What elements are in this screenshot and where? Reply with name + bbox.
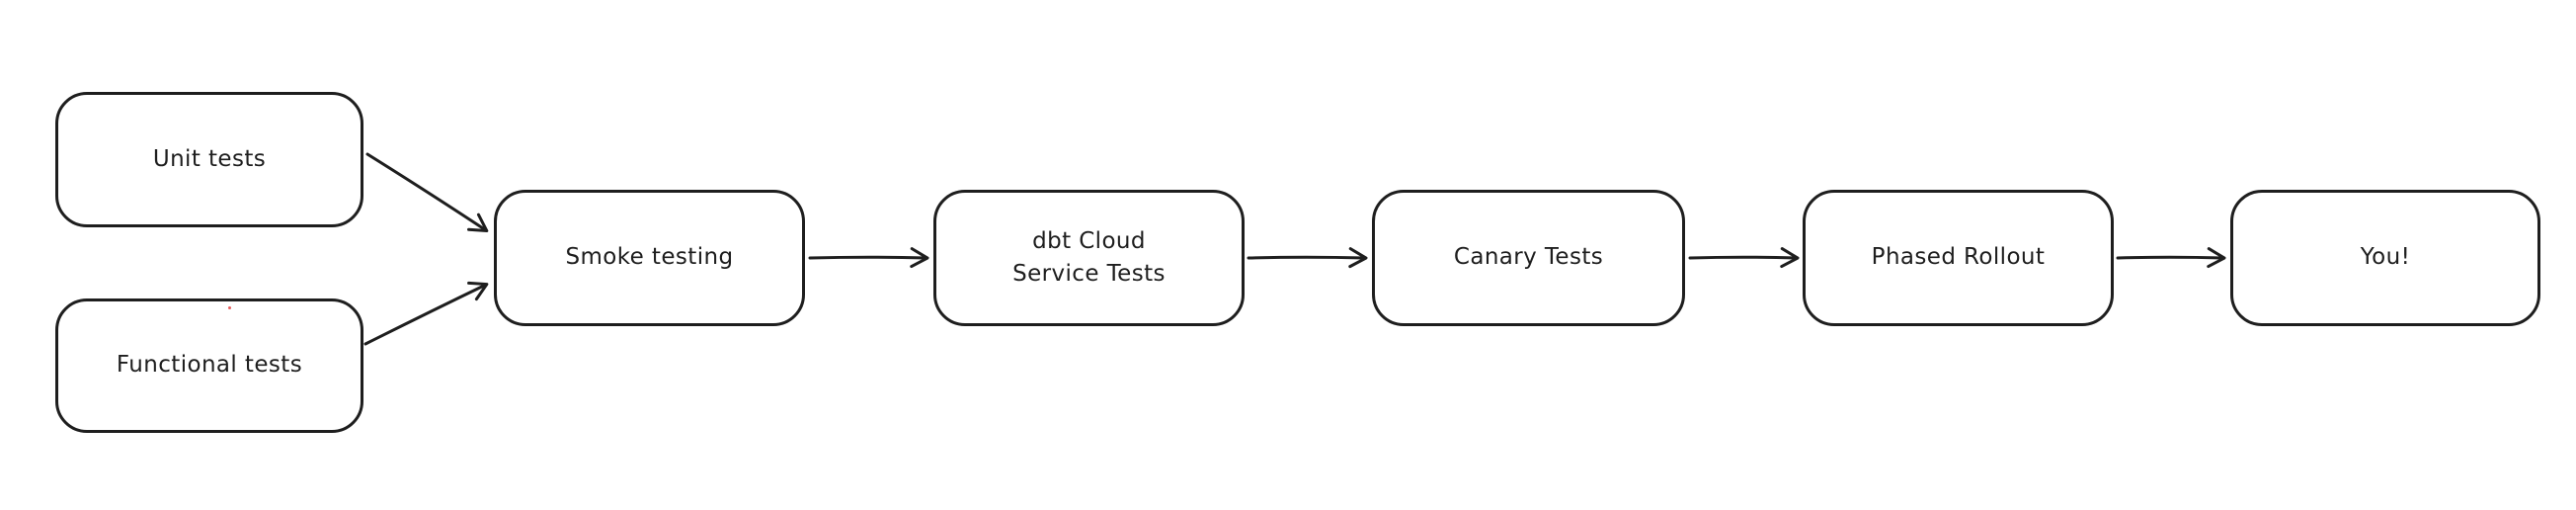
arrow-unit-tests-to-smoke-testing: [365, 152, 489, 233]
node-smoke-testing: Smoke testing: [494, 190, 805, 326]
stray-red-dot: [228, 306, 231, 309]
node-dbt-cloud-service-tests: dbt Cloud Service Tests: [933, 190, 1245, 326]
node-phased-rollout: Phased Rollout: [1803, 190, 2114, 326]
node-unit-tests: Unit tests: [55, 92, 363, 227]
arrow-smoke-testing-to-dbt-cloud-service-tests: [808, 247, 929, 269]
node-functional-tests: Functional tests: [55, 298, 363, 433]
arrow-canary-tests-to-phased-rollout: [1688, 247, 1800, 269]
arrow-dbt-cloud-service-tests-to-canary-tests: [1247, 247, 1368, 269]
arrow-phased-rollout-to-you: [2116, 247, 2226, 269]
node-canary-tests: Canary Tests: [1372, 190, 1685, 326]
arrow-functional-tests-to-smoke-testing: [363, 281, 489, 346]
node-you: You!: [2230, 190, 2540, 326]
